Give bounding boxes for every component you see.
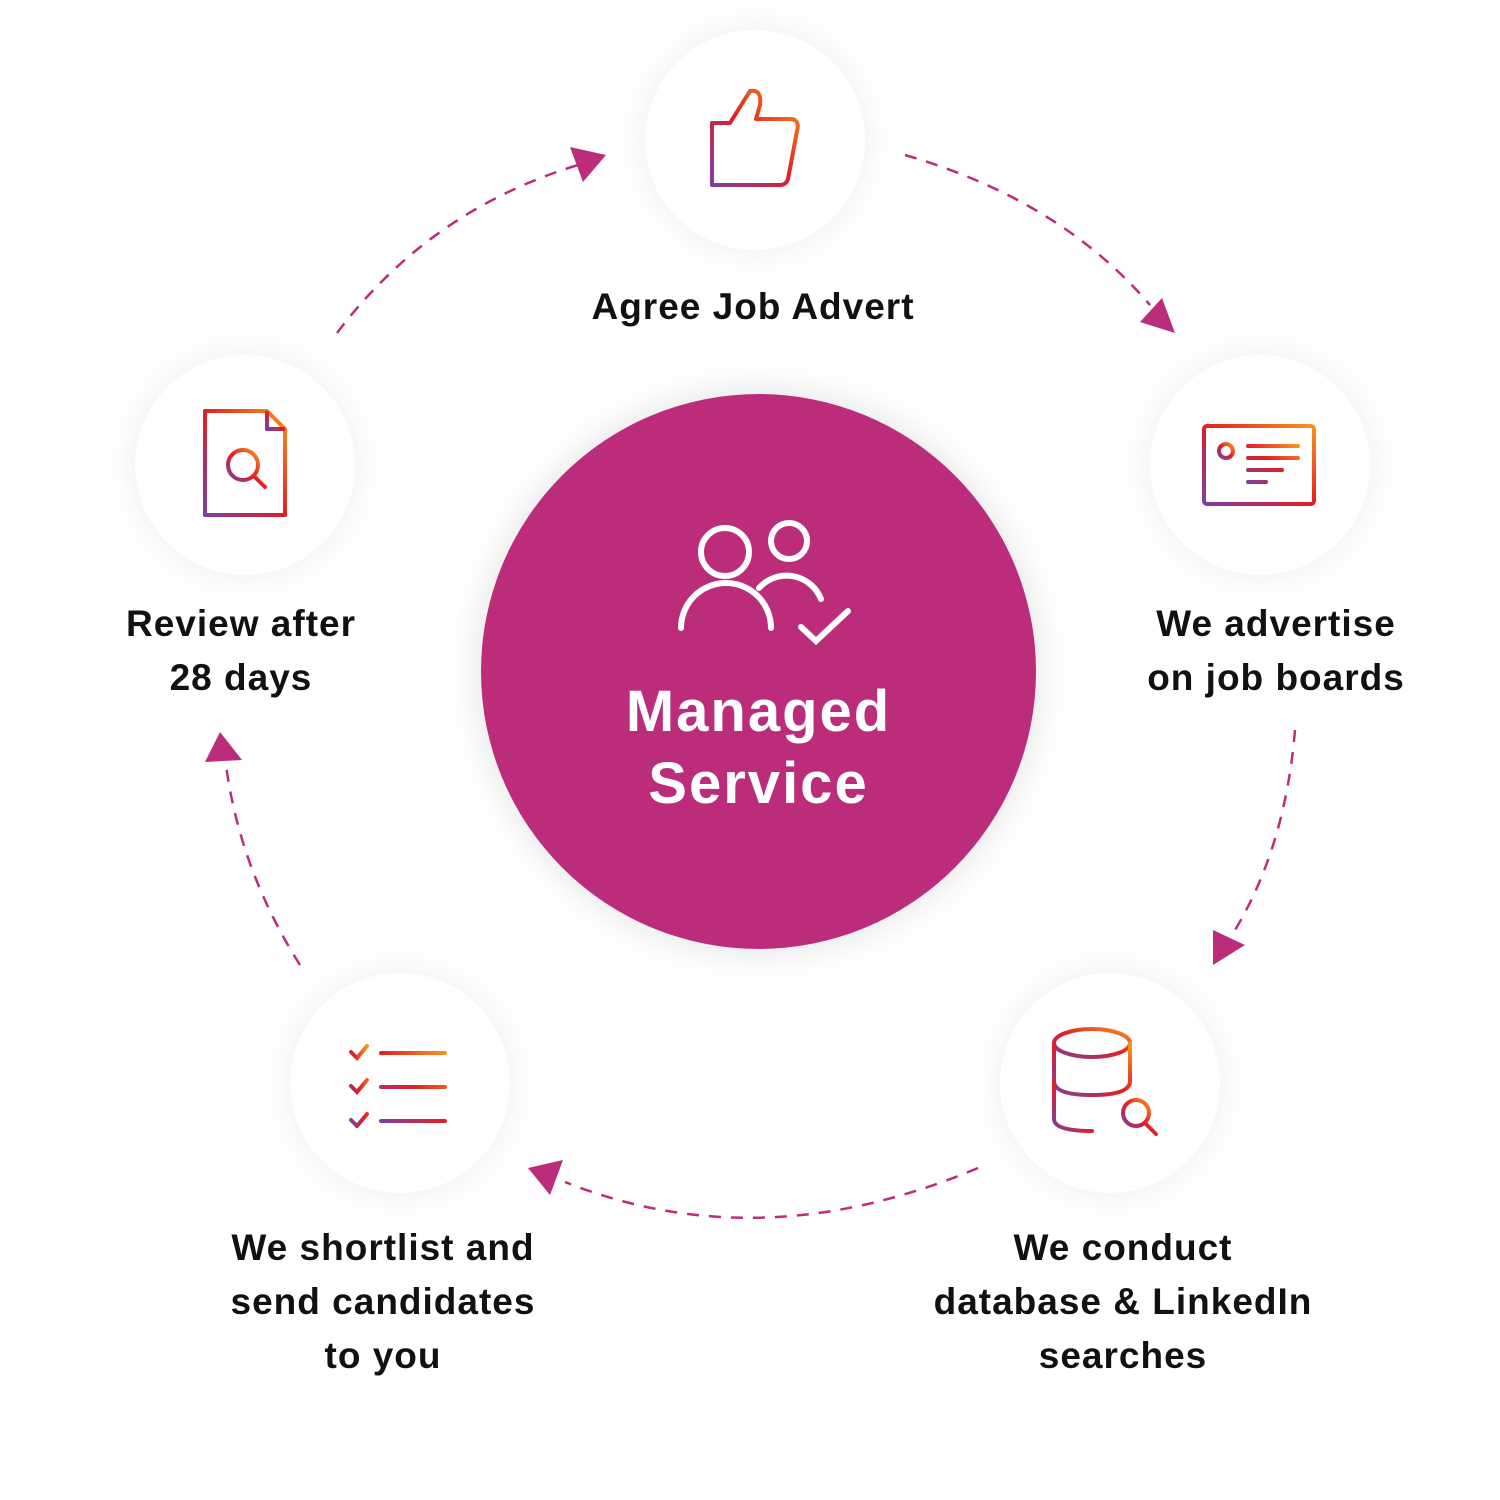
users-check-icon xyxy=(678,520,851,646)
step-3-label-line1: We conduct xyxy=(1013,1227,1233,1268)
arrow-path-1 xyxy=(904,153,1151,306)
step-4-label-line2: send candidates xyxy=(230,1281,536,1322)
arrowhead-4 xyxy=(205,732,242,762)
managed-service-hub: Managed Service xyxy=(481,394,1036,949)
arrowhead-5 xyxy=(570,147,606,182)
document-search-icon xyxy=(203,409,287,517)
step-2-label-line2: on job boards xyxy=(1147,657,1405,698)
database-search-icon xyxy=(1052,1027,1158,1136)
arrow-path-2 xyxy=(1230,729,1297,936)
step-1-label: Agree Job Advert xyxy=(591,286,915,327)
thumbs-up-icon xyxy=(710,88,800,187)
arrowhead-3 xyxy=(528,1160,563,1195)
job-board-card-icon xyxy=(1202,424,1316,506)
step-3-label-line3: searches xyxy=(1038,1335,1208,1376)
checklist-icon xyxy=(349,1044,447,1128)
step-shortlist xyxy=(290,973,510,1193)
step-5-label-line1: Review after xyxy=(126,603,356,644)
step-4-label-line3: to you xyxy=(324,1335,442,1376)
step-3-label-line2: database & LinkedIn xyxy=(933,1281,1313,1322)
center-title-line1: Managed xyxy=(625,679,892,744)
step-database-search xyxy=(1000,973,1220,1193)
step-review xyxy=(135,355,355,575)
step-4-label-line1: We shortlist and xyxy=(231,1227,535,1268)
arrowhead-2 xyxy=(1213,930,1245,965)
step-5-label-line2: 28 days xyxy=(169,657,313,698)
arrow-path-5 xyxy=(336,163,579,334)
arrow-path-3 xyxy=(564,1166,979,1219)
step-advertise xyxy=(1150,355,1370,575)
center-title-line2: Service xyxy=(648,751,869,816)
step-2-label-line1: We advertise xyxy=(1156,603,1396,644)
arrowhead-1 xyxy=(1140,298,1175,333)
arrow-path-4 xyxy=(224,764,302,966)
step-agree-job-advert xyxy=(645,30,865,250)
